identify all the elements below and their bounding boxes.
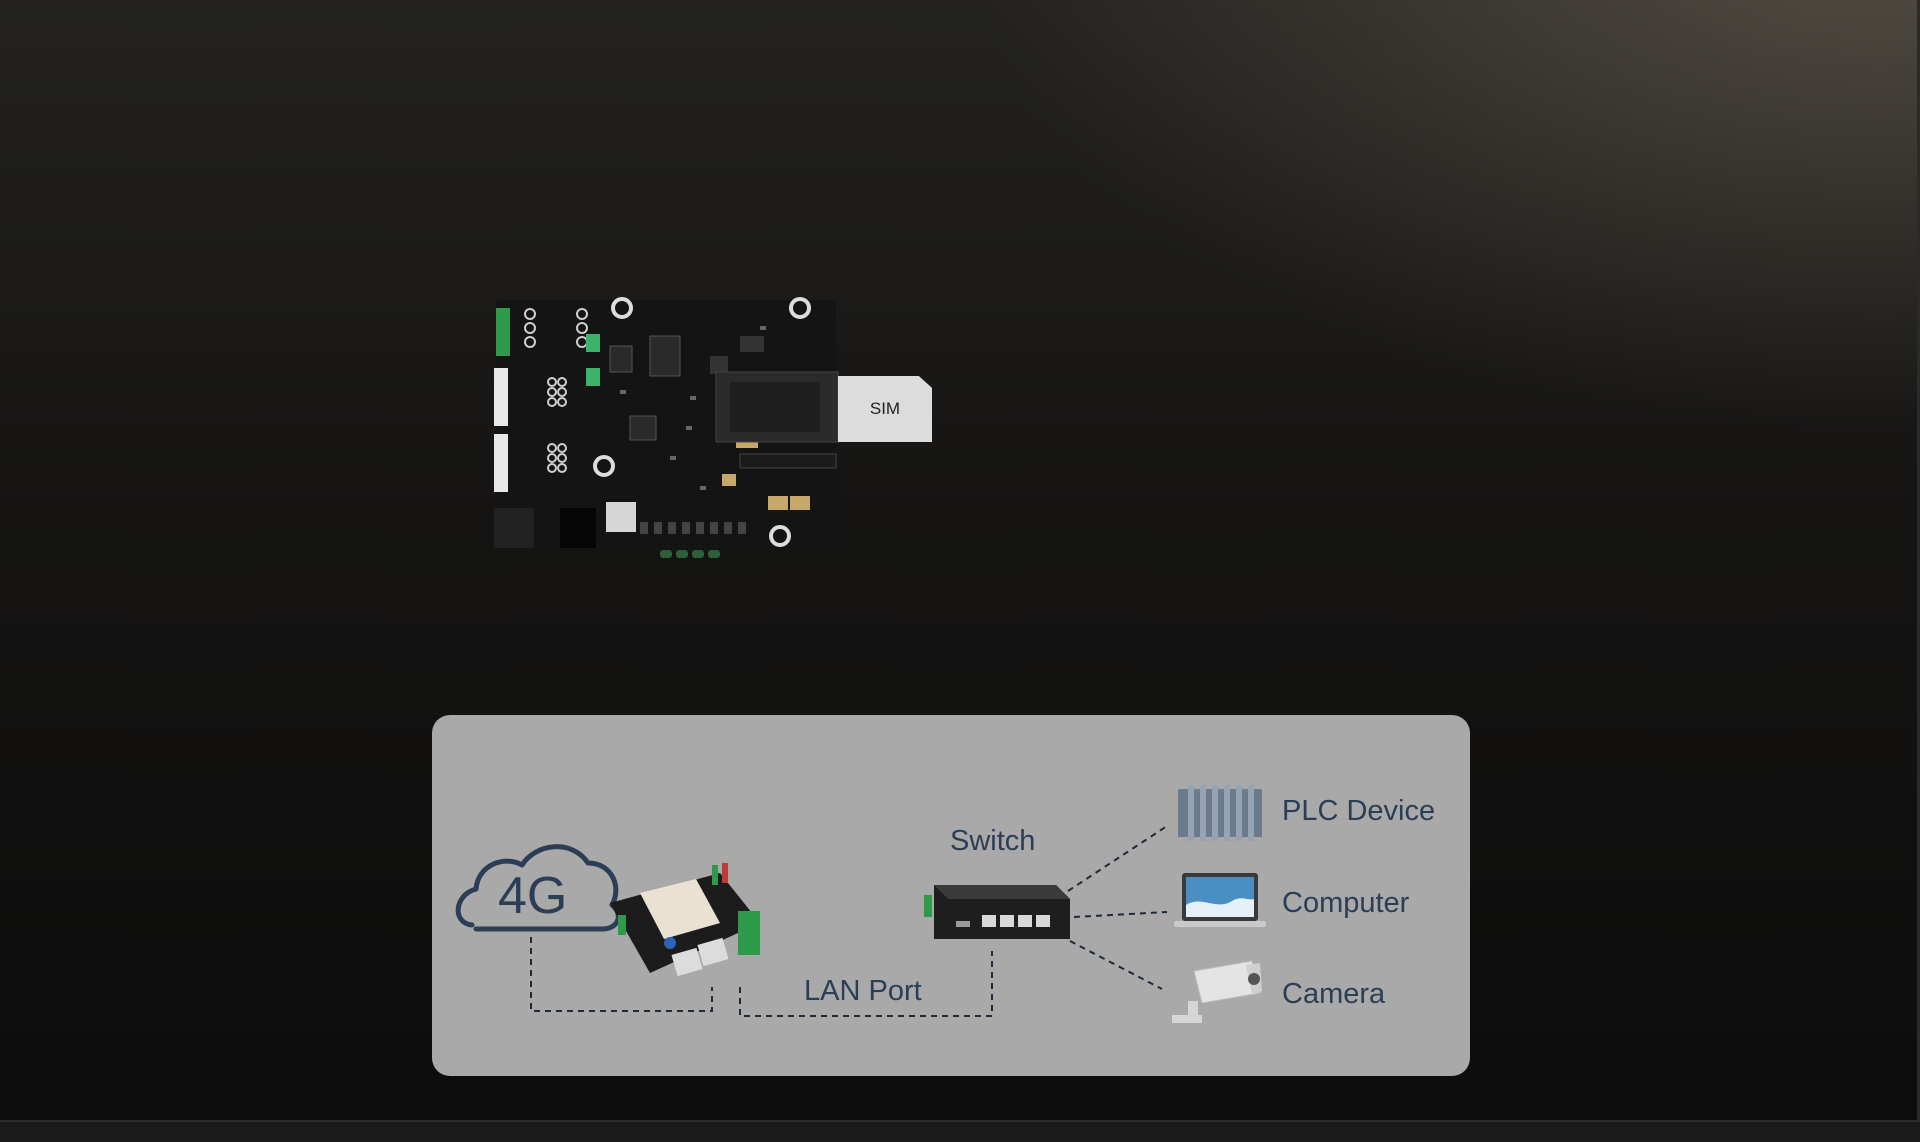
cloud-4g-label: 4G: [498, 867, 568, 925]
switch-icon: [920, 865, 1080, 949]
laptop-icon: [1172, 871, 1268, 933]
sim-card-label: SIM: [838, 376, 932, 442]
plc-device-label: PLC Device: [1282, 795, 1436, 827]
right-edge-border: [1917, 0, 1920, 1122]
switch-label: Switch: [950, 825, 1036, 857]
router-device-icon: [600, 863, 770, 993]
camera-icon: [1168, 957, 1264, 1027]
router-board-image: [490, 296, 940, 566]
sim-label-text: SIM: [869, 399, 901, 418]
lan-port-label: LAN Port: [804, 975, 922, 1007]
computer-label: Computer: [1282, 887, 1410, 919]
plc-device-icon: [1174, 781, 1266, 841]
network-diagram-panel: 4G LAN Port Switch: [432, 715, 1470, 1076]
bottom-strip: [0, 1120, 1920, 1142]
camera-label: Camera: [1282, 978, 1386, 1010]
